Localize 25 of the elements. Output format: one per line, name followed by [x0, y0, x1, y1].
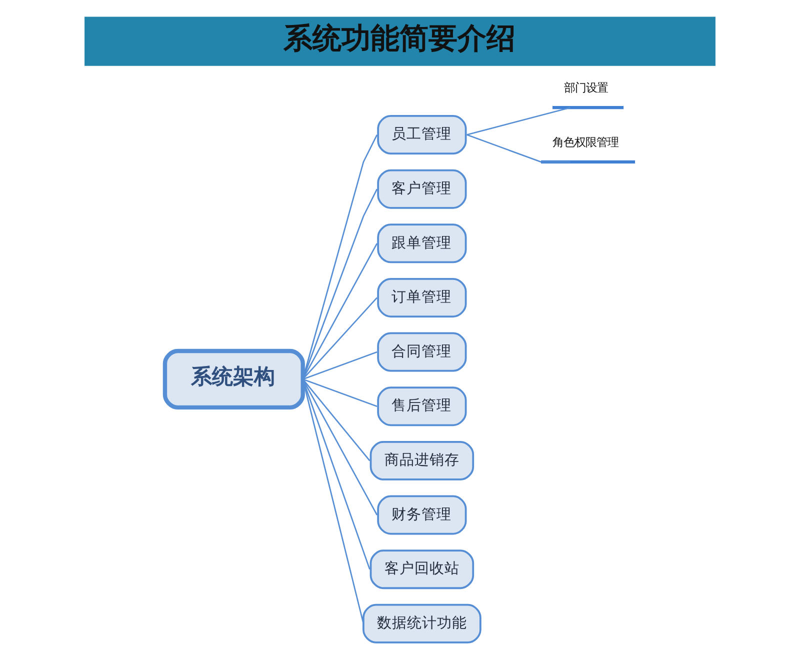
node-box: 合同管理 [377, 332, 467, 372]
node-box: 售后管理 [377, 386, 467, 426]
node-box: 系统架构 [162, 348, 305, 410]
connector [302, 297, 378, 380]
diagram-title: 系统功能简要介绍 [284, 20, 516, 55]
node-box: 员工管理 [377, 115, 467, 155]
node-box: 订单管理 [377, 278, 467, 318]
connector [302, 378, 378, 407]
node-box: 数据统计功能 [362, 604, 482, 644]
node-box: 客户管理 [377, 169, 467, 209]
connector [466, 134, 570, 163]
node-box: 客户回收站 [370, 550, 474, 590]
connector [302, 378, 370, 462]
node-text: 部门设置 [564, 80, 608, 95]
connector [302, 188, 378, 380]
connector [302, 378, 378, 516]
node-box: 商品进销存 [370, 440, 474, 480]
connector [466, 106, 570, 136]
connector [302, 378, 370, 570]
connector [302, 243, 378, 380]
connector [302, 134, 378, 380]
node-text: 角色权限管理 [552, 135, 619, 150]
node-box: 财务管理 [377, 495, 467, 535]
node-box: 跟单管理 [377, 224, 467, 264]
connector [302, 351, 378, 380]
